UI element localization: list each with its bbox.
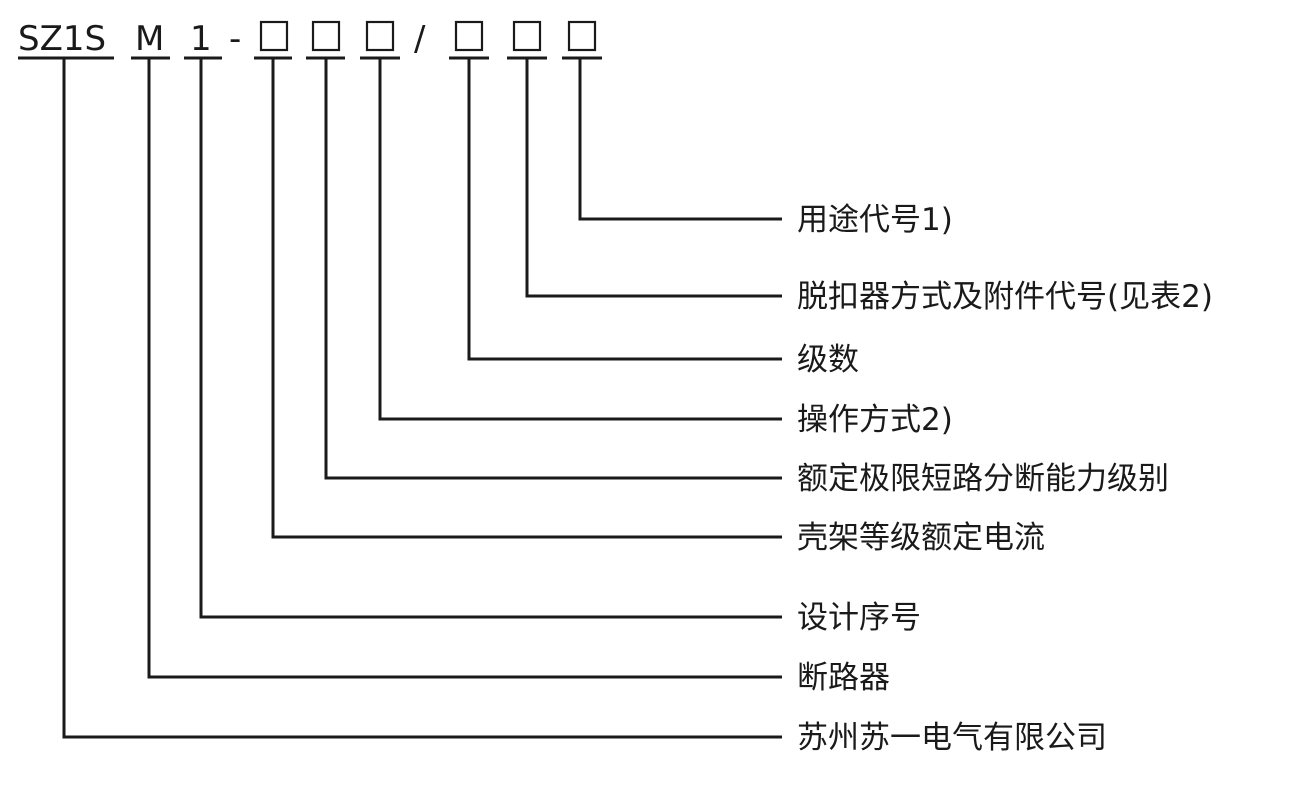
labels: 用途代号1) 脱扣器方式及附件代号(见表2) 级数 操作方式2) 额定极限短路分…: [797, 202, 1213, 756]
connector-poles: [467, 58, 782, 361]
label-breaking-capacity: 额定极限短路分断能力级别: [797, 461, 1169, 497]
label-design-serial: 设计序号: [797, 600, 921, 636]
placeholder-box-poles: [454, 20, 484, 52]
label-circuit-breaker: 断路器: [797, 660, 890, 696]
connector-design-serial: [199, 58, 782, 619]
connector-company: [62, 58, 782, 739]
label-release-accessory-code: 脱扣器方式及附件代号(见表2): [797, 279, 1213, 315]
label-operation-mode: 操作方式2): [797, 402, 953, 438]
code-prefix: SZ1S: [18, 19, 106, 59]
model-code: SZ1S M 1 - /: [18, 19, 602, 60]
placeholder-box-release-accessory: [512, 20, 542, 52]
code-slash: /: [414, 19, 426, 59]
connector-lines: [62, 58, 782, 739]
code-dash: -: [229, 19, 241, 59]
label-company: 苏州苏一电气有限公司: [797, 720, 1107, 756]
connector-usage: [578, 58, 782, 221]
connector-release-accessory: [525, 58, 782, 298]
label-usage-code: 用途代号1): [797, 202, 953, 238]
label-frame-current: 壳架等级额定电流: [797, 520, 1045, 556]
placeholder-box-frame-current: [259, 20, 289, 52]
code-design: 1: [190, 19, 212, 59]
connector-operation-mode: [378, 58, 782, 421]
placeholder-box-breaking-capacity: [311, 20, 341, 52]
connector-frame-current: [271, 58, 782, 539]
code-type: M: [135, 19, 164, 59]
placeholder-box-operation-mode: [365, 20, 395, 52]
label-poles: 级数: [797, 342, 859, 378]
connector-circuit-breaker: [147, 58, 782, 679]
placeholder-box-usage: [567, 20, 597, 52]
connector-breaking-capacity: [324, 58, 782, 480]
